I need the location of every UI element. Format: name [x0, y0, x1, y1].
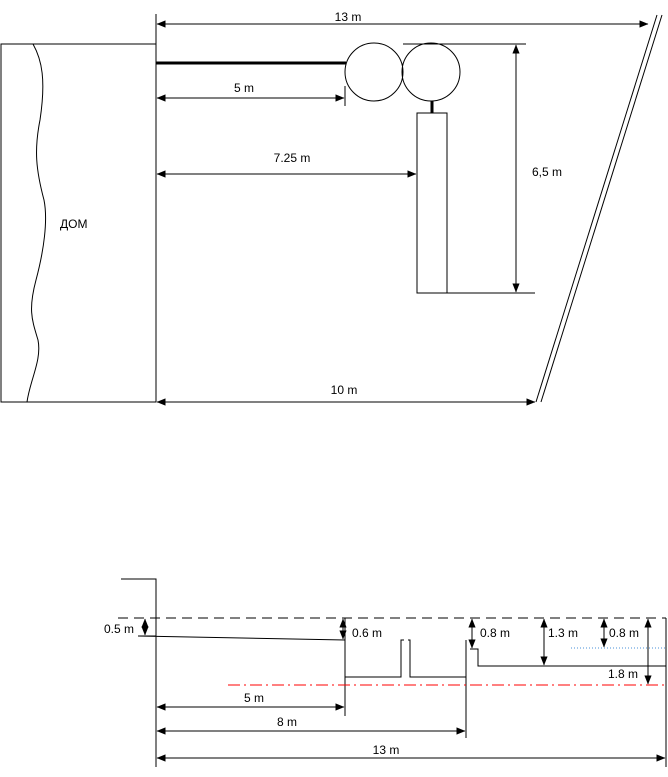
filter-profile [470, 648, 666, 667]
tank-circle-2 [401, 42, 461, 102]
dim-label-1-3m: 1.3 m [548, 626, 578, 640]
dim-label-10m: 10 m [331, 383, 358, 397]
house-wavy-line [26, 43, 47, 403]
dim-label-13m: 13 m [335, 10, 362, 24]
house-wall [121, 578, 157, 767]
dim-label-0-5m: 0.5 m [104, 622, 134, 636]
plan-view: ДОМ 13 m 5 m 7.25 m 6,5 m 10 m [0, 10, 663, 406]
pipe-slope [137, 635, 346, 641]
boundary-line-outer [535, 14, 658, 403]
house-label: ДОМ [60, 217, 87, 231]
filter-rectangle [416, 112, 448, 294]
dim-label-1-8m: 1.8 m [608, 667, 638, 681]
house-outline [0, 43, 157, 403]
dim-label-6-5m: 6,5 m [532, 165, 562, 179]
dim-label-section-8m: 8 m [277, 715, 297, 729]
dim-label-5m: 5 m [234, 81, 254, 95]
boundary-line-inner [540, 14, 663, 403]
dim-label-section-13m: 13 m [373, 743, 400, 757]
tank-1-profile [345, 639, 404, 678]
dim-label-section-5m: 5 m [244, 691, 264, 705]
tank-circle-1 [344, 42, 404, 102]
dim-label-7-25m: 7.25 m [274, 151, 311, 165]
tank-2-profile [408, 639, 466, 678]
dim-label-0-8m-b: 0.8 m [609, 626, 639, 640]
dim-label-0-8m-a: 0.8 m [480, 626, 510, 640]
dim-label-0-6m: 0.6 m [352, 626, 382, 640]
section-view: 0.5 m 0.6 m 0.8 m 1.3 m 0.8 m 1.8 m 5 m … [104, 578, 667, 767]
